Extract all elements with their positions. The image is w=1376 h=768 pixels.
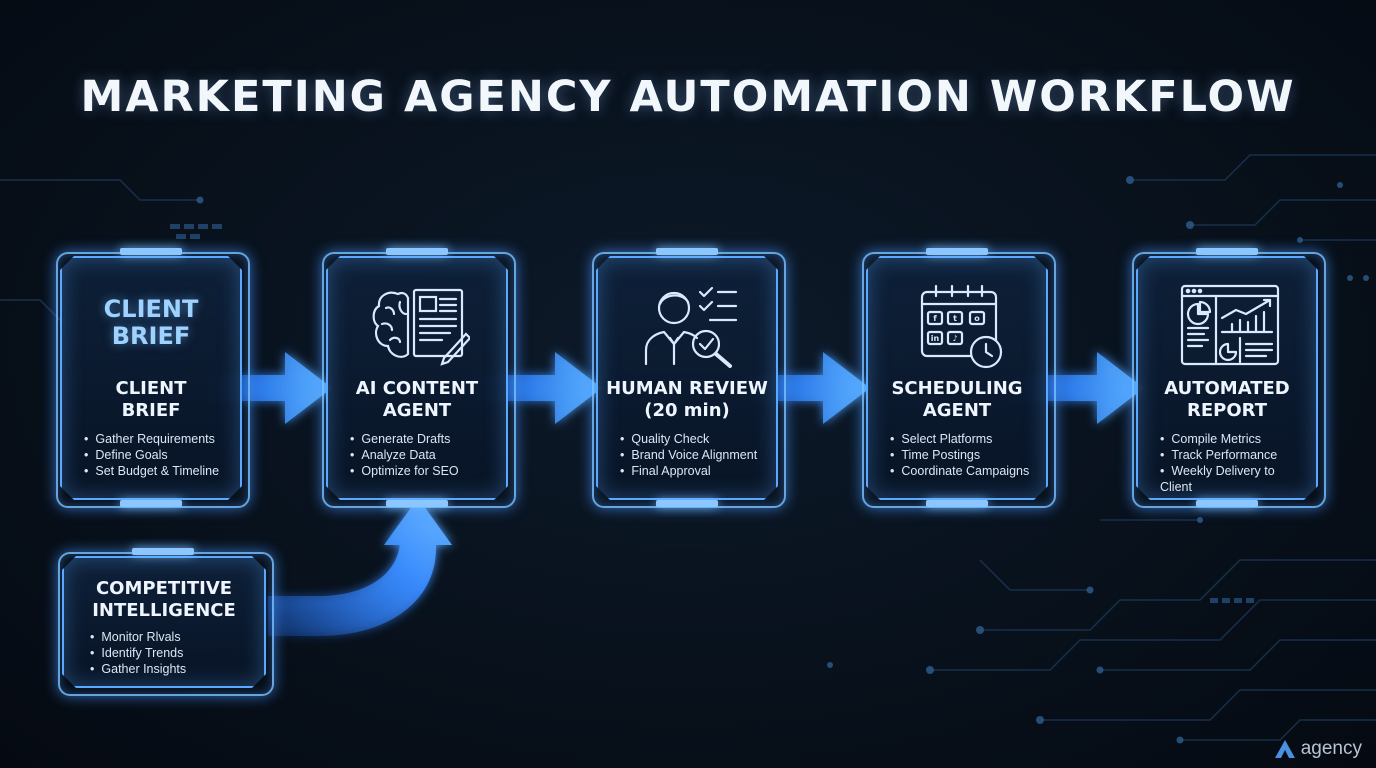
arrow-review-to-scheduling (740, 352, 870, 424)
bullet-item: Gather Insights (90, 661, 258, 677)
bullet-item: Quality Check (620, 431, 770, 447)
card-bottom-tab (926, 500, 988, 507)
calendar-social-clock-icon: f t o in ♪ (918, 282, 1008, 370)
reviewer-magnifier-icon (640, 282, 740, 368)
card-top-tab (386, 248, 448, 255)
card-top-tab (120, 248, 182, 255)
card-bottom-tab (656, 500, 718, 507)
bullet-item: Set Budget & Timeline (84, 463, 234, 479)
svg-text:f: f (933, 314, 937, 323)
bullet-item: Define Goals (84, 447, 234, 463)
bullet-item: Generate Drafts (350, 431, 500, 447)
bullet-item: Weekly Delivery to Client (1160, 463, 1310, 495)
card-top-tab (132, 548, 194, 555)
dashboard-chart-icon (1180, 284, 1280, 366)
arrow-content-to-review (470, 352, 602, 424)
step-bullets: Select Platforms Time Postings Coordinat… (890, 431, 1040, 479)
arrow-intelligence-to-content (268, 498, 452, 636)
card-top-tab (656, 248, 718, 255)
bullet-item: Brand Voice Alignment (620, 447, 770, 463)
step-card-human-review[interactable]: HUMAN REVIEW(20 min) Quality Check Brand… (596, 256, 778, 500)
step-bullets: Gather Requirements Define Goals Set Bud… (84, 431, 234, 479)
card-bottom-tab (386, 500, 448, 507)
card-top-tab (1196, 248, 1258, 255)
bullet-item: Optimize for SEO (350, 463, 500, 479)
logo-text: agency (1300, 738, 1362, 759)
bullet-item: Time Postings (890, 447, 1040, 463)
bullet-item: Gather Requirements (84, 431, 234, 447)
brain-document-icon (370, 284, 470, 366)
side-bullets: Monitor Rlvals Identify Trends Gather In… (90, 629, 258, 677)
bullet-item: Compile Metrics (1160, 431, 1310, 447)
bullet-item: Select Platforms (890, 431, 1040, 447)
bullet-item: Final Approval (620, 463, 770, 479)
bullet-item: Coordinate Campaigns (890, 463, 1040, 479)
card-top-tab (926, 248, 988, 255)
step-bullets: Generate Drafts Analyze Data Optimize fo… (350, 431, 500, 479)
svg-text:o: o (974, 314, 980, 323)
card-bottom-tab (120, 500, 182, 507)
agency-logo-icon (1274, 740, 1295, 758)
svg-text:t: t (953, 314, 957, 323)
svg-text:in: in (931, 334, 940, 343)
step-title: HUMAN REVIEW(20 min) (606, 378, 768, 421)
card-bottom-tab (1196, 500, 1258, 507)
bullet-item: Track Performance (1160, 447, 1310, 463)
step-bullets: Compile Metrics Track Performance Weekly… (1160, 431, 1310, 495)
arrow-scheduling-to-report (1010, 352, 1144, 424)
bullet-item: Identify Trends (90, 645, 258, 661)
page-title: MARKETING AGENCY AUTOMATION WORKFLOW (80, 72, 1296, 122)
agency-logo: agency (1273, 738, 1362, 760)
step-bullets: Quality Check Brand Voice Alignment Fina… (620, 431, 770, 479)
bullet-item: Monitor Rlvals (90, 629, 258, 645)
svg-text:♪: ♪ (952, 334, 957, 343)
bullet-item: Analyze Data (350, 447, 500, 463)
arrow-brief-to-content (205, 352, 332, 424)
